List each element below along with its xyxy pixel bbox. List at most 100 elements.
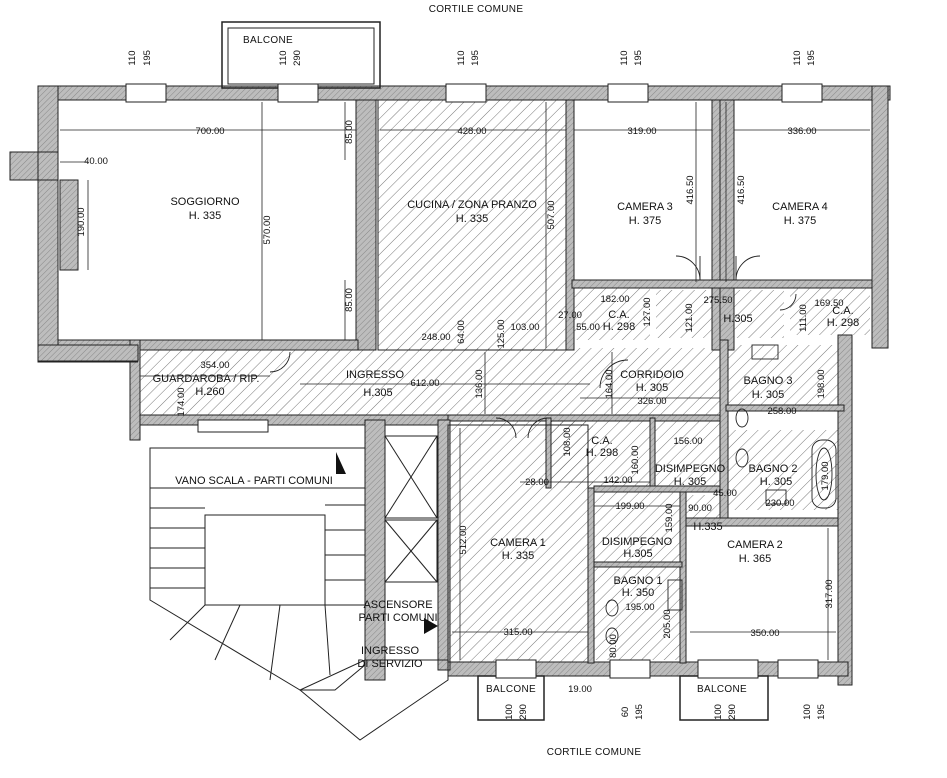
dim-319: 319.00: [627, 126, 656, 137]
room-camera3-name: CAMERA 3: [617, 201, 673, 213]
dim-416a: 416.50: [685, 175, 696, 204]
room-camera1-name: CAMERA 1: [490, 537, 546, 549]
bwin-3b: 290: [727, 704, 738, 720]
room-ca-mid-height: H. 298: [586, 447, 618, 459]
dim-27: 27.00: [558, 310, 582, 321]
dim-317: 317.00: [824, 579, 835, 608]
ascensore-line2: PARTI COMUNI: [358, 612, 437, 624]
dim-174: 174.00: [176, 387, 187, 416]
room-ca-left-height: H. 298: [603, 321, 635, 333]
dim-195: 195.00: [625, 602, 654, 613]
win-3a: 110: [456, 50, 467, 65]
bwin-1a: 100: [504, 704, 515, 720]
dim-90: 90.00: [688, 503, 712, 514]
dim-700: 700.00: [195, 126, 224, 137]
dim-315: 315.00: [503, 627, 532, 638]
room-bagno2-name: BAGNO 2: [749, 463, 798, 475]
dim-125: 125.00: [496, 319, 507, 348]
balcony-bottom-right-label: BALCONE: [697, 684, 747, 695]
dim-612: 612.00: [410, 378, 439, 389]
ingresso-servizio-line2: DI SERVIZIO: [357, 658, 423, 670]
dim-512: 512.00: [458, 525, 469, 554]
balcony-bottom-left-label: BALCONE: [486, 684, 536, 695]
bwin-1b: 290: [518, 704, 529, 720]
dim-336: 336.00: [787, 126, 816, 137]
dim-103: 103.00: [510, 322, 539, 333]
win-4a: 110: [619, 50, 630, 65]
direction-markers: [336, 452, 438, 634]
room-corridoio-height: H. 305: [636, 382, 668, 394]
room-soggiorno-height: H. 335: [189, 210, 221, 222]
room-bagno3-name: BAGNO 3: [744, 375, 793, 387]
dim-64: 64.00: [456, 320, 467, 344]
room-camera2-height: H. 365: [739, 553, 771, 565]
ingresso-servizio-line1: INGRESSO: [361, 645, 420, 657]
room-small-h335: H.335: [693, 521, 722, 533]
dim-507: 507.00: [546, 200, 557, 229]
dim-198: 198.00: [816, 369, 827, 398]
room-ca-left-name: C.A.: [608, 309, 629, 321]
dim-182: 182.00: [600, 294, 629, 305]
dimension-labels: 700.00 428.00 319.00 336.00 40.00 182.00…: [84, 126, 843, 695]
dim-85b: 85.00: [344, 288, 355, 312]
win-5a: 110: [792, 50, 803, 65]
dim-570: 570.00: [262, 215, 273, 244]
dim-199: 199.00: [615, 501, 644, 512]
room-ca-right-name: C.A.: [832, 305, 853, 317]
room-corridoio-name: CORRIDOIO: [620, 369, 684, 381]
room-disimpegno1-height: H. 305: [674, 476, 706, 488]
dim-230: 230.00: [765, 498, 794, 509]
room-bagno2-height: H. 305: [760, 476, 792, 488]
win-2a: 110: [278, 50, 289, 65]
dim-164: 164.00: [604, 369, 615, 398]
dim-275: 275.50: [703, 295, 732, 306]
room-ca-mid-name: C.A.: [591, 435, 612, 447]
bwin-2b: 195: [634, 704, 645, 720]
room-ingresso-height: H.305: [363, 387, 392, 399]
room-bagno1-name: BAGNO 1: [614, 575, 663, 587]
bwin-4b: 195: [816, 704, 827, 720]
dim-111: 111.00: [798, 304, 809, 332]
dim-428: 428.00: [457, 126, 486, 137]
dim-190: 190.00: [76, 207, 87, 236]
room-bagno3-height: H. 305: [752, 389, 784, 401]
windows: [125, 83, 823, 679]
courtyard-bottom-label: CORTILE COMUNE: [547, 747, 642, 758]
room-camera1-height: H. 335: [502, 550, 534, 562]
bwin-4a: 100: [802, 704, 813, 720]
elevator-shaft: [384, 435, 438, 583]
dim-159: 159.00: [664, 503, 675, 532]
dim-326: 326.00: [637, 396, 666, 407]
dim-169: 169.50: [814, 298, 843, 309]
dim-19: 19.00: [568, 684, 592, 695]
room-soggiorno-name: SOGGIORNO: [170, 196, 240, 208]
room-bagno1-height: H. 350: [622, 587, 654, 599]
dim-40: 40.00: [84, 156, 108, 167]
room-disimpegno1-name: DISIMPEGNO: [655, 463, 726, 475]
win-4b: 195: [633, 50, 644, 66]
dim-108: 108.00: [562, 427, 573, 456]
dim-80: 80.00: [608, 634, 619, 658]
room-disimpegno2-name: DISIMPEGNO: [602, 536, 673, 548]
room-vano-scala-name: VANO SCALA - PARTI COMUNI: [175, 475, 333, 487]
room-ca-right-height: H. 298: [827, 317, 859, 329]
door-swings: [269, 255, 797, 439]
dim-85a: 85.00: [344, 120, 355, 144]
hatched-floors: [140, 100, 870, 663]
room-guardaroba-name: GUARDAROBA / RIP.: [153, 373, 260, 385]
dim-354: 354.00: [200, 360, 229, 371]
dim-28: 28.00: [525, 477, 549, 488]
room-camera4-name: CAMERA 4: [772, 201, 828, 213]
win-3b: 195: [470, 50, 481, 66]
room-ingresso-name: INGRESSO: [346, 369, 405, 381]
dim-156: 156.00: [673, 436, 702, 447]
win-1b: 195: [142, 50, 153, 66]
window-labels: 110 195 110 290 110 195 110 195 110 195 …: [127, 50, 827, 720]
room-cucina-height: H. 335: [456, 213, 488, 225]
dimension-lines: [60, 102, 870, 660]
courtyard-top-label: CORTILE COMUNE: [429, 4, 524, 15]
dim-205: 205.00: [662, 609, 673, 638]
room-cucina-name: CUCINA / ZONA PRANZO: [407, 199, 537, 211]
bwin-3a: 100: [713, 704, 724, 720]
